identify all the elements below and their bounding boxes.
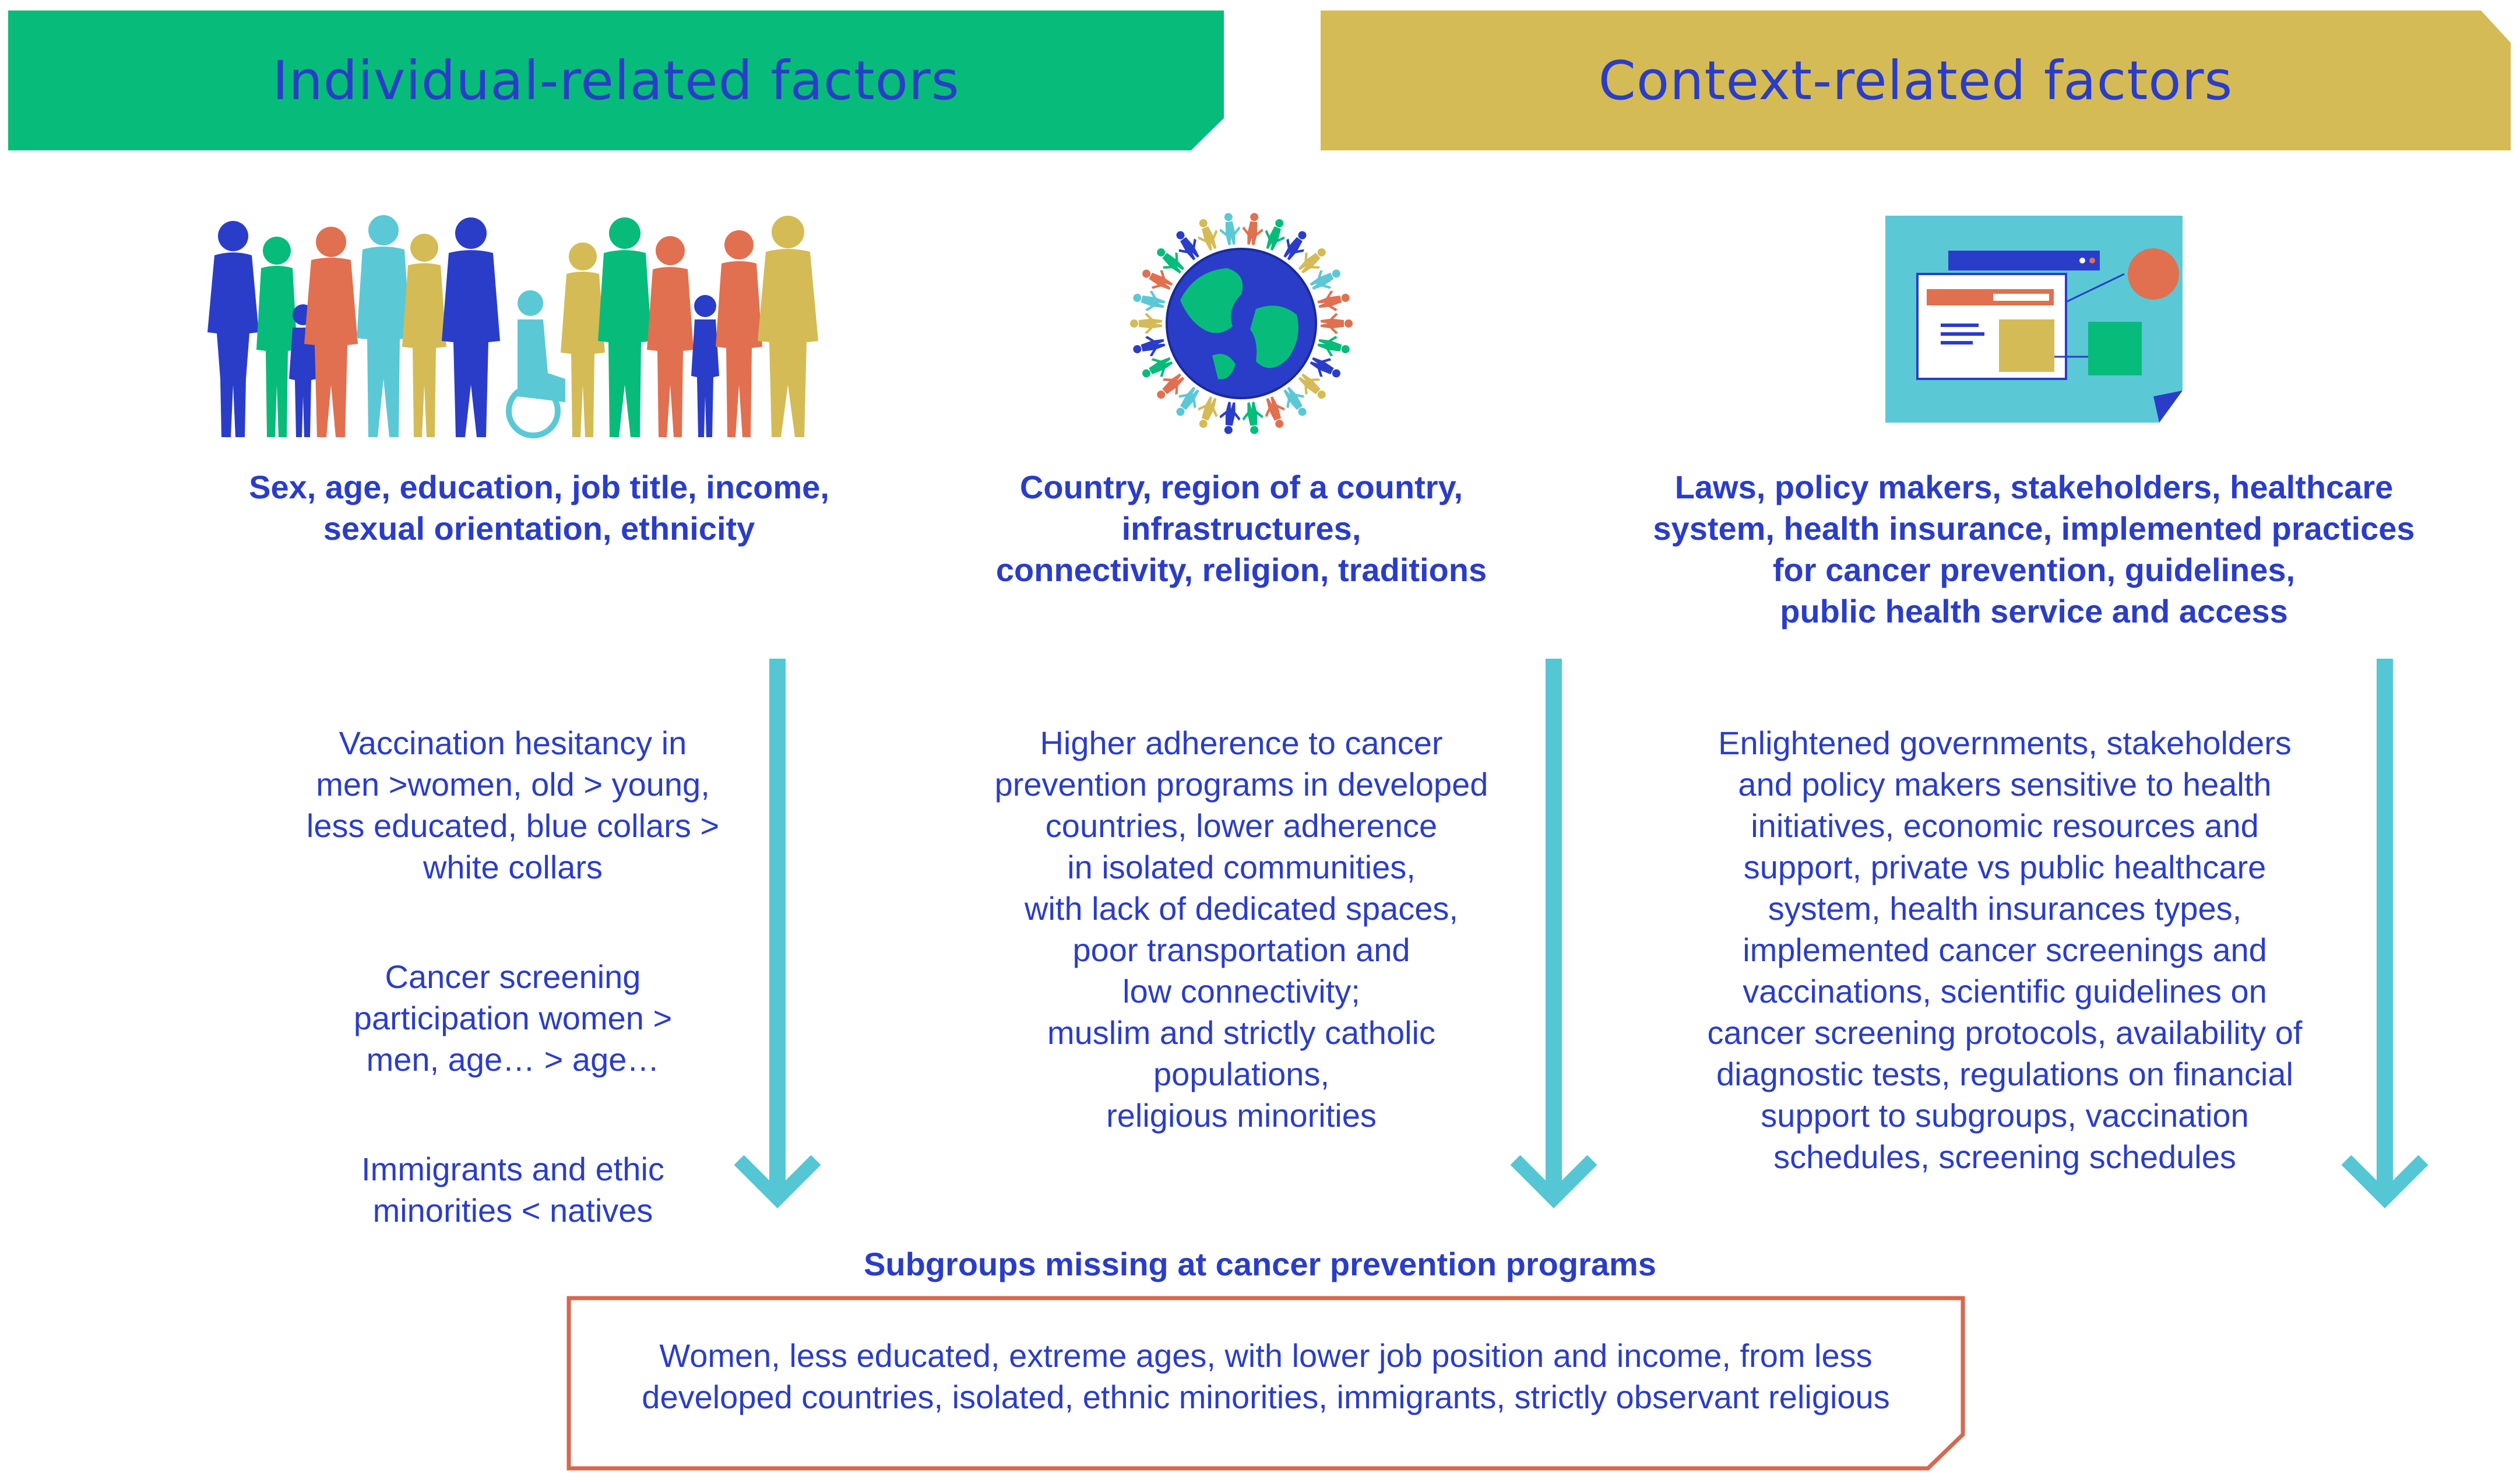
ring-person [1219,402,1241,434]
person-silhouette-12 [716,230,762,437]
ring-person [1283,231,1307,261]
ring-person [1157,248,1185,274]
context-factors-title: Context-related factors [1598,49,2233,112]
ring-person [1298,248,1326,274]
browser-bar [1948,251,2100,270]
ring-person [1310,357,1340,378]
person-silhouette-5 [357,215,410,437]
individual-factors-list: Sex, age, education, job title, income, … [249,469,829,547]
context-factors-list: Laws, policy makers, stakeholders, healt… [1653,469,2415,630]
cancer-screening-participation-text: Cancer screening participation women > m… [353,958,673,1078]
country-details: Higher adherence to cancer prevention pr… [950,681,1533,1204]
people-crowd-icon [207,215,818,438]
country-factors-list: Country, region of a country, infrastruc… [995,469,1487,588]
person-silhouette-13 [758,216,818,437]
document-text-line-2 [1941,332,1984,336]
ring-person [1242,402,1263,434]
ring-person [1176,231,1199,261]
document-folded-corner [2153,391,2183,423]
wheelchair-person-silhouette [506,290,565,438]
ring-person [1198,396,1218,428]
globe-continent-2 [1250,305,1298,368]
person-silhouette-7 [442,217,500,437]
connector-line-1 [2065,273,2125,303]
person-silhouette-2 [256,237,297,437]
ring-person [1176,386,1199,416]
summary-text: Women, less educated, extreme ages, with… [642,1337,1890,1415]
document-text-line-1 [1941,324,1979,327]
browser-dot-1 [2079,258,2085,263]
people-ring [1130,213,1353,434]
ring-person [1142,269,1173,290]
ring-person [1265,396,1285,428]
person-silhouette-4 [304,227,358,437]
individual-factors-title: Individual-related factors [272,49,960,112]
ring-person [1317,290,1350,311]
ring-person [1317,336,1350,357]
ring-person [1310,269,1340,290]
arrow-down-icon [2341,659,2429,1208]
green-square-badge [2088,322,2142,375]
arrow-down-icon [1510,659,1597,1208]
globe-continent-3 [1212,354,1236,379]
summary-title: Subgroups missing at cancer prevention p… [864,1246,1656,1282]
arrow-down-icon [734,659,821,1208]
individual-factors-banner: Individual-related factors [8,10,1224,150]
ring-person [1198,219,1218,251]
person-silhouette-11 [691,295,719,437]
ring-person [1133,336,1166,357]
globe-continent-1 [1180,268,1243,333]
ring-person [1283,386,1307,416]
ring-person [1142,357,1173,378]
adherence-details-text: Higher adherence to cancer prevention pr… [994,725,1488,1134]
person-silhouette-1 [207,221,259,437]
person-silhouette-9 [598,217,652,437]
document-text-line-3 [1941,341,1973,344]
document-image-block [1999,319,2054,372]
globe-outline [1166,248,1317,399]
globe-people-ring-icon [1130,213,1353,434]
ring-person [1133,290,1166,311]
vaccination-hesitancy-text: Vaccination hesitancy in men >women, old… [306,725,720,885]
policy-document-icon [1885,216,2183,423]
ring-person [1157,373,1185,399]
ring-person [1321,313,1353,334]
ring-person [1242,213,1263,245]
document-header-accent [1929,291,1993,303]
browser-dot-2 [2089,258,2095,263]
ring-person [1130,313,1162,334]
context-factors-banner: Context-related factors [1321,10,2511,150]
orange-circle-badge [2128,248,2179,300]
governance-details-text: Enlightened governments, stakeholders an… [1707,725,2303,1175]
context-details: Enlightened governments, stakeholders an… [1655,681,2354,1246]
immigrants-minorities-text: Immigrants and ethic minorities < native… [361,1151,664,1229]
summary-box [566,1296,1965,1471]
person-silhouette-10 [647,236,694,437]
individual-details: Vaccination hesitancy in men >women, old… [256,681,769,1299]
ring-person [1298,373,1326,399]
person-silhouette-6 [402,234,446,437]
person-silhouette-8 [561,242,605,437]
ring-person [1265,219,1285,251]
ring-person [1219,213,1241,245]
